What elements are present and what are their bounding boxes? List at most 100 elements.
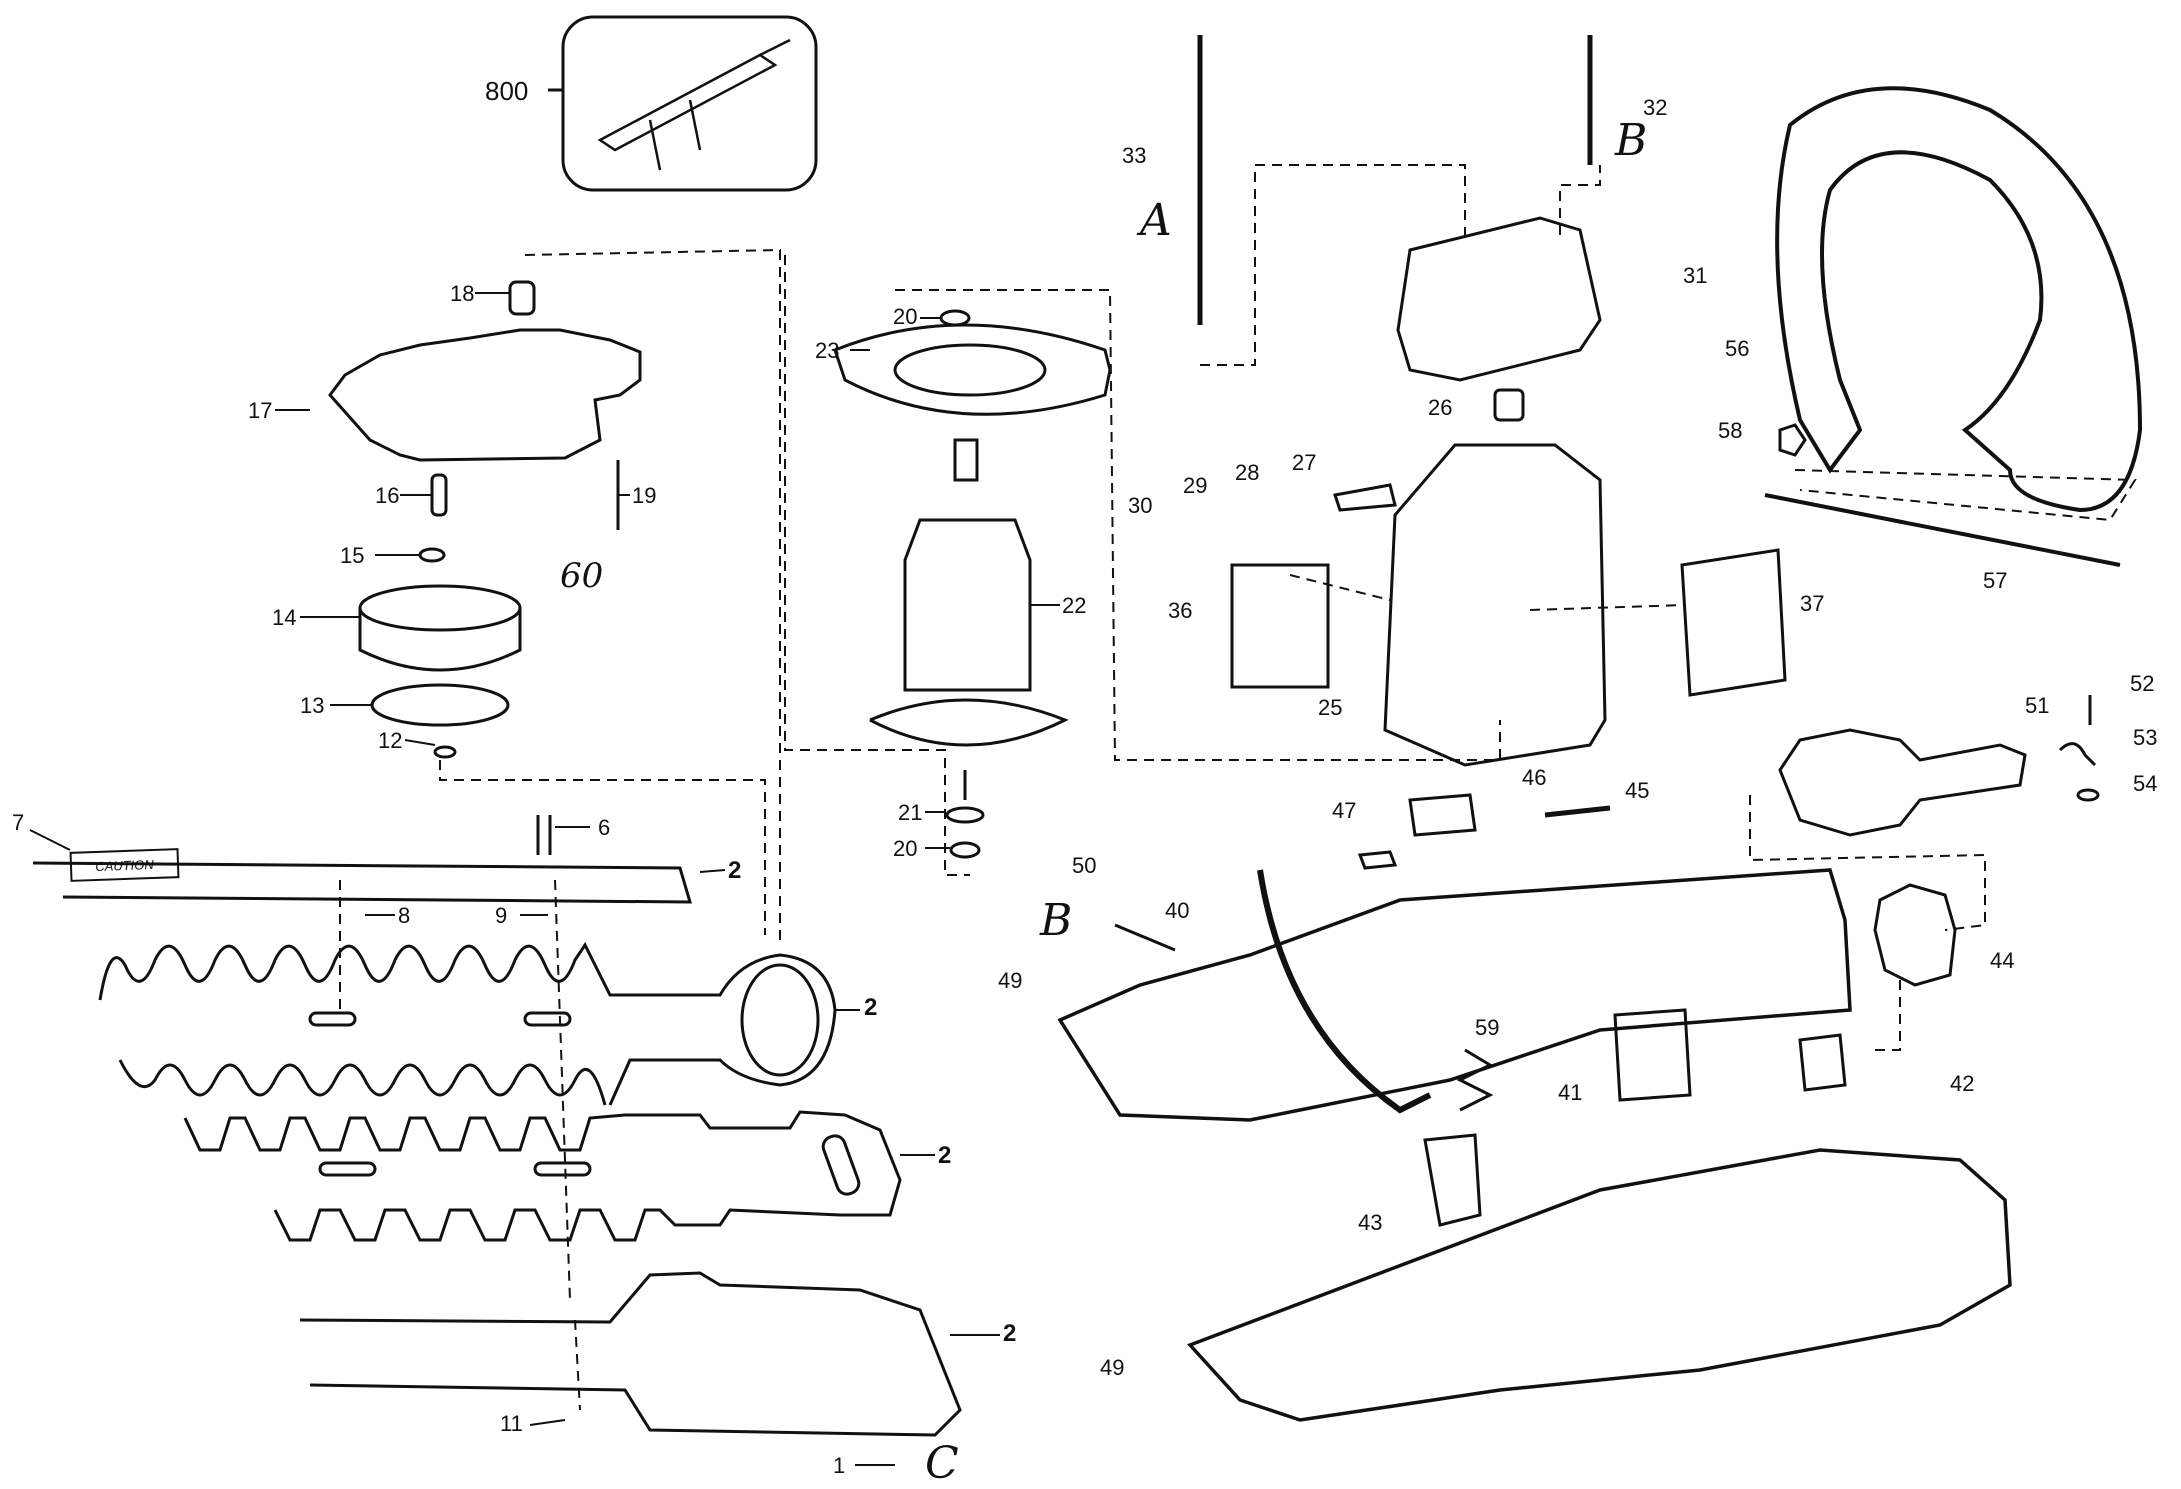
part-label-15: 15 xyxy=(340,543,365,568)
part-label-32: 32 xyxy=(1643,95,1668,120)
part-label-45: 45 xyxy=(1625,778,1650,803)
housing-half-49 xyxy=(1057,868,1852,1122)
part-label-13: 13 xyxy=(300,693,325,718)
armature-fan xyxy=(869,698,1069,747)
pin-16 xyxy=(430,473,448,517)
part-label-11: 11 xyxy=(500,1411,523,1436)
part-label-40: 40 xyxy=(1165,898,1190,923)
part-label-14: 14 xyxy=(272,605,297,630)
part-label-21: 21 xyxy=(898,800,923,825)
part-label-54: 54 xyxy=(2133,771,2158,796)
part-label-18: 18 xyxy=(450,281,475,306)
part-label-2-base: 2 xyxy=(1003,1320,1017,1347)
motor-cover-31 xyxy=(1396,216,1602,382)
blade-ring-inner xyxy=(740,963,820,1077)
part-label-25: 25 xyxy=(1318,695,1343,720)
part-label-49-bottom: 49 xyxy=(1100,1355,1125,1380)
part-label-1: 1 xyxy=(833,1453,846,1478)
part-label-20-bottom: 20 xyxy=(893,836,918,861)
gear-14-side xyxy=(358,608,522,672)
assembly-mark-a: A xyxy=(1140,195,1172,246)
part-label-7: 7 xyxy=(12,810,25,835)
spacer-47 xyxy=(1357,850,1398,870)
part-label-42: 42 xyxy=(1950,1071,1975,1096)
part-label-22: 22 xyxy=(1062,593,1087,618)
assembly-mark-b-top: B xyxy=(1615,115,1648,166)
blade-middle xyxy=(183,1110,902,1217)
brush-plate-23 xyxy=(833,323,1112,416)
part-label-2-middle: 2 xyxy=(938,1142,952,1169)
part-label-23: 23 xyxy=(815,338,840,363)
part-label-28: 28 xyxy=(1235,460,1260,485)
part-label-36: 36 xyxy=(1168,598,1193,623)
bushing-26 xyxy=(1493,388,1525,422)
washer-21 xyxy=(945,806,985,824)
bail-handle-56 xyxy=(1775,86,2143,513)
part-label-2-upper: 2 xyxy=(864,994,878,1021)
part-label-20-top: 20 xyxy=(893,304,918,329)
part-label-33: 33 xyxy=(1122,143,1147,168)
part-label-31: 31 xyxy=(1683,263,1708,288)
clamp-53 xyxy=(2058,742,2097,767)
part-label-9: 9 xyxy=(495,903,508,928)
part-label-12: 12 xyxy=(378,728,403,753)
screw-50 xyxy=(1114,923,1176,952)
spring-59 xyxy=(1456,1048,1494,1112)
part-label-59: 59 xyxy=(1475,1015,1500,1040)
inset-box xyxy=(561,15,818,192)
label-37 xyxy=(1680,548,1787,697)
part-label-19: 19 xyxy=(632,483,657,508)
blade-lower-wave xyxy=(118,1059,607,1106)
nut-54 xyxy=(2076,788,2100,802)
assembly-mark-c: C xyxy=(925,1438,959,1489)
part-label-41: 41 xyxy=(1558,1080,1583,1105)
part-label-43: 43 xyxy=(1358,1210,1383,1235)
part-label-58: 58 xyxy=(1718,418,1743,443)
plug-51 xyxy=(1778,728,2027,837)
switch-42 xyxy=(1798,1033,1847,1092)
washer-13 xyxy=(370,683,510,727)
lock-button-46 xyxy=(1408,793,1477,837)
washer-15 xyxy=(418,547,446,563)
blade-lower xyxy=(273,1208,841,1242)
bolt-57 xyxy=(1764,493,2121,567)
washer-20 xyxy=(949,841,981,859)
armature-22 xyxy=(903,518,1032,692)
assembly-mark-b-bottom: B xyxy=(1040,895,1073,946)
part-label-52: 52 xyxy=(2130,671,2155,696)
part-label-46: 46 xyxy=(1522,765,1547,790)
part-label-60: 60 xyxy=(560,556,604,596)
trigger-43 xyxy=(1423,1133,1482,1227)
part-label-17: 17 xyxy=(248,398,273,423)
switch-cover-44 xyxy=(1873,883,1957,987)
gear-housing xyxy=(328,328,642,462)
caution-text: CAUTION xyxy=(95,856,154,874)
label-36 xyxy=(1230,563,1330,689)
blade-plate xyxy=(32,861,693,904)
part-label-16: 16 xyxy=(375,483,400,508)
part-label-56: 56 xyxy=(1725,336,1750,361)
brush-holder-27 xyxy=(1333,483,1397,512)
housing-half-49-lower xyxy=(1186,1148,2012,1422)
blade-upper xyxy=(98,942,837,1106)
switch-41 xyxy=(1613,1008,1692,1102)
part-label-30: 30 xyxy=(1128,493,1153,518)
part-label-57: 57 xyxy=(1983,568,2008,593)
part-label-37: 37 xyxy=(1800,591,1825,616)
blade-middle-slot xyxy=(821,1134,861,1196)
part-label-44: 44 xyxy=(1990,948,2015,973)
part-label-51: 51 xyxy=(2025,693,2050,718)
field-case-25 xyxy=(1383,443,1607,767)
gear-14-top xyxy=(358,584,522,632)
part-label-53: 53 xyxy=(2133,725,2158,750)
part-label-29: 29 xyxy=(1183,473,1208,498)
base-plate xyxy=(299,1271,962,1437)
armature-shaft-top xyxy=(953,438,979,482)
part-label-8a: 8 xyxy=(398,903,411,928)
part-label-27: 27 xyxy=(1292,450,1317,475)
washer-12 xyxy=(433,745,457,759)
part-label-6: 6 xyxy=(598,815,611,840)
bushing-18 xyxy=(508,280,536,316)
